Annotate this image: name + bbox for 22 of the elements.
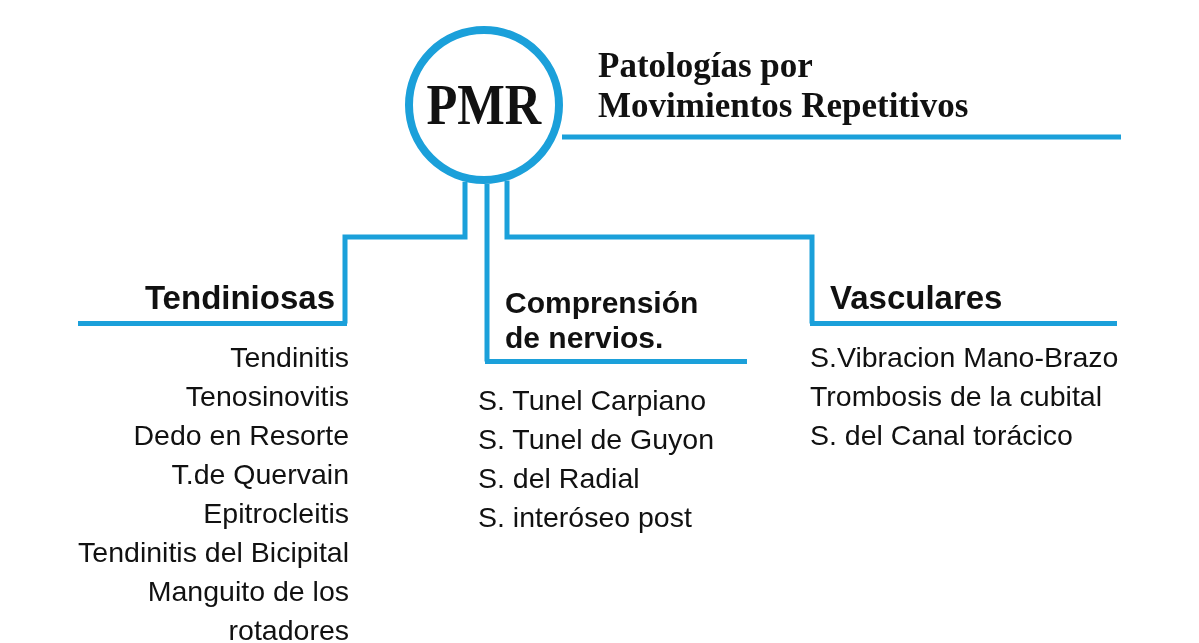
category-title: Tendiniosas: [144, 279, 335, 317]
connector-line: [504, 180, 815, 324]
category-title: Vasculares: [830, 279, 1003, 317]
list-item: Dedo en Resorte: [132, 418, 349, 453]
list-item: S. interóseo post: [478, 500, 693, 535]
list-item: S.Vibracion Mano-Brazo: [810, 340, 1120, 375]
list-item: Trombosis de la cubital: [810, 379, 1103, 414]
heading: Patologías por Movimientos Repetitivos: [598, 46, 970, 126]
hub-acronym: PMR: [426, 75, 542, 135]
list-item: S. del Canal torácico: [810, 418, 1074, 453]
list-item: T.de Quervain: [170, 457, 349, 492]
list-item: Tenosinovitis: [184, 379, 349, 414]
list-item: S. Tunel Carpiano: [478, 383, 708, 418]
connector-line: [484, 183, 490, 362]
list-item: Manguito de los rotadores: [146, 574, 349, 643]
category-title: Comprensión de nervios.: [505, 285, 700, 355]
list-item: S. del Radial: [478, 461, 641, 496]
list-item: Epitrocleitis: [202, 496, 349, 531]
list-item: Tendinitis: [229, 340, 349, 375]
list-item: S. Tunel de Guyon: [478, 422, 716, 457]
list-item: Tendinitis del Bicipital: [77, 535, 349, 570]
connector-line: [342, 181, 468, 324]
